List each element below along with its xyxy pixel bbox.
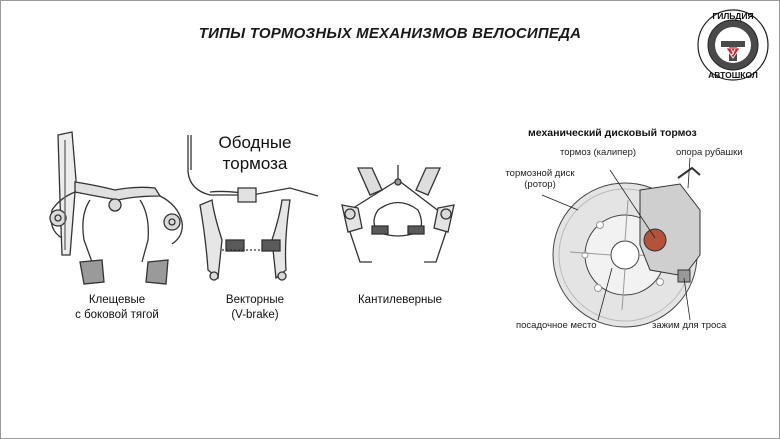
logo-top-text: ГИЛЬДИЯ xyxy=(712,11,753,21)
v-brake-line1: Векторные xyxy=(225,294,285,306)
side-pull-line1: Клещевые xyxy=(88,294,146,306)
disc-brake-drawing xyxy=(552,166,701,328)
rotor-line1: тормозной диск xyxy=(505,168,575,179)
mount-label: посадочное место xyxy=(516,320,597,331)
side-pull-line2: с боковой тягой xyxy=(75,309,159,321)
caliper-label: тормоз (калипер) xyxy=(560,147,637,158)
slide-title: ТИПЫ ТОРМОЗНЫХ МЕХАНИЗМОВ ВЕЛОСИПЕДА xyxy=(198,25,582,42)
rim-brakes-line2: тормоза xyxy=(222,154,288,173)
leader-lines xyxy=(541,157,691,321)
v-brake-caption: Векторные (V-brake) xyxy=(200,293,310,323)
side-pull-brake-drawing xyxy=(49,131,183,285)
disc-brake-title: механический дисковый тормоз xyxy=(528,127,697,139)
rim-brakes-heading: Ободные тормоза xyxy=(205,132,305,174)
guild-logo: У ГИЛЬДИЯ АВТОШКОЛ xyxy=(697,9,769,81)
cable-clamp-label: зажим для троса xyxy=(652,320,727,331)
cantilever-brake-drawing xyxy=(341,165,455,263)
side-pull-caption: Клещевые с боковой тягой xyxy=(62,293,172,323)
rim-brakes-line1: Ободные xyxy=(218,133,292,152)
housing-stop-label: опора рубашки xyxy=(676,147,743,158)
logo-bottom-text: АВТОШКОЛ xyxy=(708,70,758,80)
v-brake-line2: (V-brake) xyxy=(231,309,279,321)
rotor-label: тормозной диск (ротор) xyxy=(500,168,580,190)
cantilever-caption: Кантилеверные xyxy=(357,294,443,306)
v-brake-drawing xyxy=(187,135,319,281)
rotor-line2: (ротор) xyxy=(524,179,556,190)
logo-letter: У xyxy=(731,48,737,57)
